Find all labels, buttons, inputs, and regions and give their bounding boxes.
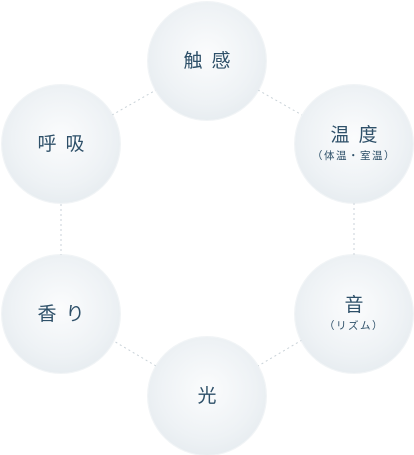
node-scent: 香り: [2, 255, 120, 373]
connector-sound-light: [257, 339, 303, 367]
node-touch: 触感: [148, 2, 266, 120]
node-temperature-label: 温度: [330, 124, 387, 147]
node-sound-sublabel: （リズム）: [324, 320, 384, 333]
node-scent-label: 香り: [37, 302, 94, 325]
node-temperature: 温度 （体温・室温）: [295, 85, 413, 203]
node-touch-label: 触感: [183, 49, 240, 72]
connector-breath-touch: [111, 89, 157, 116]
node-sound-label: 音: [344, 294, 373, 317]
node-light: 光: [148, 337, 266, 455]
node-breath: 呼吸: [2, 85, 120, 203]
node-light-label: 光: [197, 384, 226, 407]
node-breath-label: 呼吸: [37, 132, 94, 155]
node-temperature-sublabel: （体温・室温）: [312, 150, 396, 163]
connector-light-scent: [111, 339, 157, 367]
node-sound: 音 （リズム）: [295, 255, 413, 373]
connector-touch-temp: [257, 89, 303, 116]
